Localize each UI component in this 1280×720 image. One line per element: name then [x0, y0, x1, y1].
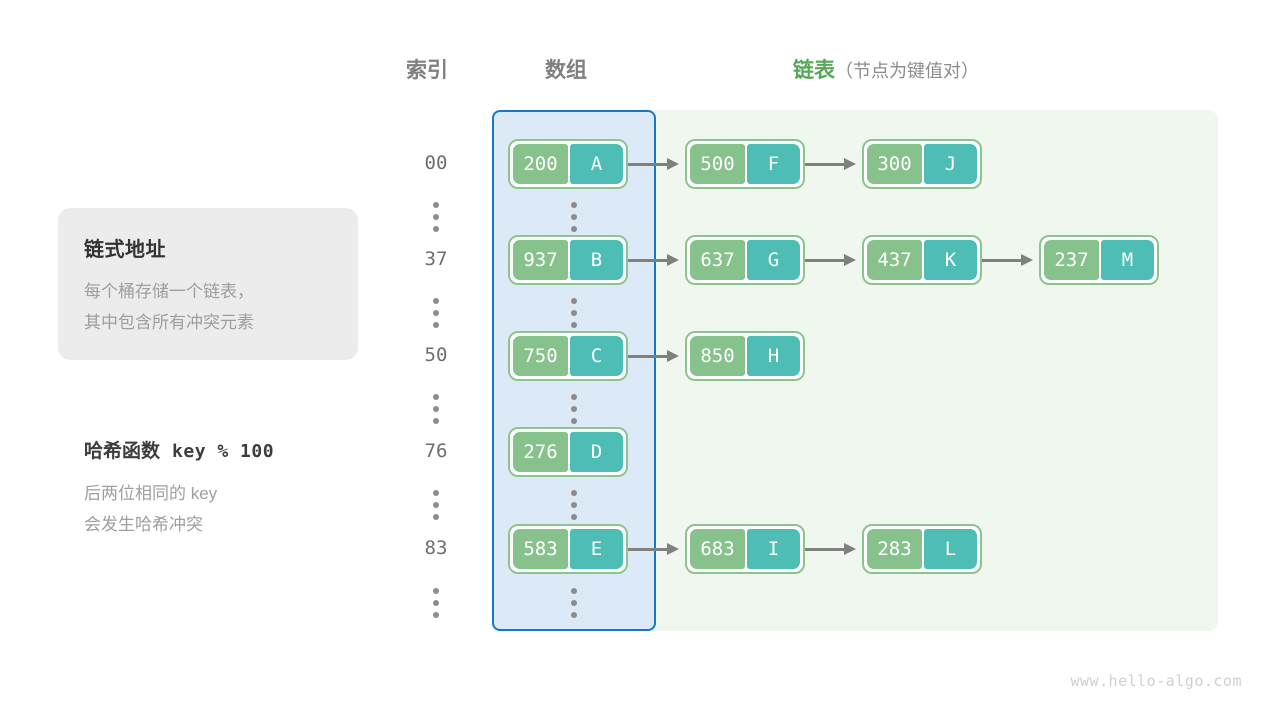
header-linked-list: 链表（节点为键值对）	[793, 54, 979, 84]
node-value: I	[747, 529, 800, 569]
index-ellipsis-icon	[433, 202, 439, 232]
node-value: G	[747, 240, 800, 280]
chain-arrow-icon	[628, 158, 685, 170]
node-value: K	[924, 240, 977, 280]
node-key: 200	[513, 144, 568, 184]
index-ellipsis-icon	[433, 394, 439, 424]
node-key: 276	[513, 432, 568, 472]
hash-function-label: 哈希函数	[84, 441, 161, 462]
node-key: 500	[690, 144, 745, 184]
bucket-index-label: 83	[424, 537, 448, 559]
node-key: 937	[513, 240, 568, 280]
node-key: 583	[513, 529, 568, 569]
chain-arrow-icon	[805, 543, 862, 555]
node-value: D	[570, 432, 623, 472]
chain-arrow-icon	[982, 254, 1039, 266]
hash-function-description: 后两位相同的 key 会发生哈希冲突	[84, 484, 218, 534]
info-card-title: 链式地址	[84, 239, 166, 261]
info-card-description: 每个桶存储一个链表， 其中包含所有冲突元素	[84, 282, 254, 332]
node-value: L	[924, 529, 977, 569]
array-ellipsis-icon	[571, 202, 577, 232]
node-value: F	[747, 144, 800, 184]
node-value: E	[570, 529, 623, 569]
info-card	[58, 208, 358, 360]
node-key: 750	[513, 336, 568, 376]
chain-arrow-icon	[805, 158, 862, 170]
bucket-index-label: 76	[424, 440, 448, 462]
node-key: 683	[690, 529, 745, 569]
hash-function-title: 哈希函数 key % 100	[84, 436, 274, 463]
node-key: 283	[867, 529, 922, 569]
array-ellipsis-icon	[571, 588, 577, 618]
header-index: 索引	[406, 59, 448, 82]
hash-function-code: key % 100	[172, 441, 275, 462]
node-key: 300	[867, 144, 922, 184]
index-ellipsis-icon	[433, 298, 439, 328]
bucket-index-label: 50	[424, 344, 448, 366]
array-ellipsis-icon	[571, 298, 577, 328]
header-array: 数组	[545, 59, 587, 82]
index-ellipsis-icon	[433, 490, 439, 520]
bucket-index-label: 00	[424, 152, 448, 174]
chain-arrow-icon	[628, 543, 685, 555]
header-linked-list-main: 链表	[793, 59, 835, 82]
node-value: M	[1101, 240, 1154, 280]
index-ellipsis-icon	[433, 588, 439, 618]
node-value: B	[570, 240, 623, 280]
node-key: 437	[867, 240, 922, 280]
node-key: 850	[690, 336, 745, 376]
chain-arrow-icon	[805, 254, 862, 266]
header-linked-list-sub: （节点为键值对）	[835, 61, 979, 81]
watermark: www.hello-algo.com	[1070, 672, 1242, 690]
node-value: C	[570, 336, 623, 376]
bucket-index-label: 37	[424, 248, 448, 270]
node-key: 637	[690, 240, 745, 280]
chain-arrow-icon	[628, 350, 685, 362]
array-ellipsis-icon	[571, 394, 577, 424]
node-key: 237	[1044, 240, 1099, 280]
node-value: A	[570, 144, 623, 184]
chain-arrow-icon	[628, 254, 685, 266]
node-value: H	[747, 336, 800, 376]
array-ellipsis-icon	[571, 490, 577, 520]
node-value: J	[924, 144, 977, 184]
